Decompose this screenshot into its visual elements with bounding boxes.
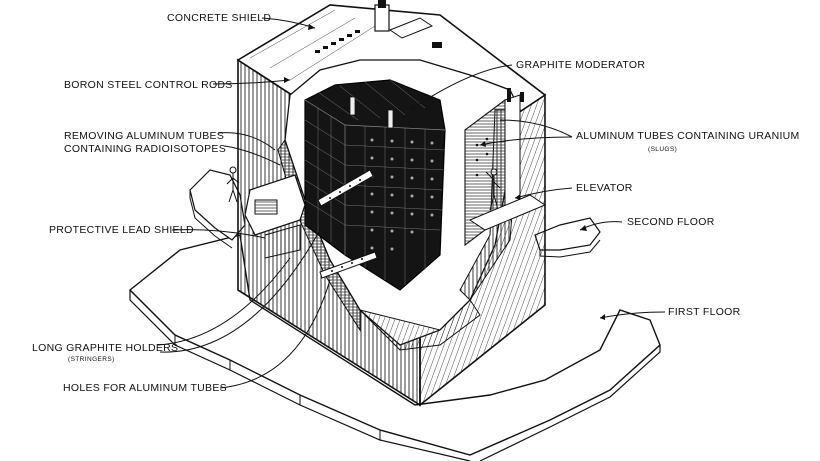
leader-lines [157, 17, 666, 389]
leader-arrowheads [284, 24, 605, 320]
label-holes-for-aluminum-tubes: HOLES FOR ALUMINUM TUBES [63, 382, 227, 394]
graphite-core [304, 79, 446, 291]
label-protective-lead-shield: PROTECTIVE LEAD SHIELD [49, 224, 194, 236]
label-stringers: (STRINGERS) [68, 356, 115, 363]
label-removing-aluminum-tubes: REMOVING ALUMINUM TUBES [64, 130, 225, 142]
lead-shield-platform [244, 174, 306, 259]
label-containing-radioisotopes: CONTAINING RADIOISOTOPES [64, 143, 226, 155]
elevator-shaft [464, 88, 547, 247]
label-concrete-shield: CONCRETE SHIELD [167, 12, 272, 24]
label-elevator: ELEVATOR [576, 182, 633, 194]
label-first-floor: FIRST FLOOR [668, 306, 741, 318]
label-slugs: (SLUGS) [648, 146, 678, 153]
label-long-graphite-holders: LONG GRAPHITE HOLDERS [32, 342, 179, 354]
stringer-rods [317, 169, 378, 279]
worker-figure-icon [226, 166, 240, 203]
label-boron-steel-control-rods: BORON STEEL CONTROL RODS [64, 79, 233, 91]
label-aluminum-tubes-containing-uranium: ALUMINUM TUBES CONTAINING URANIUM [576, 130, 800, 142]
label-second-floor: SECOND FLOOR [627, 216, 715, 228]
label-graphite-moderator: GRAPHITE MODERATOR [516, 59, 646, 71]
first-floor-slab [128, 234, 661, 461]
